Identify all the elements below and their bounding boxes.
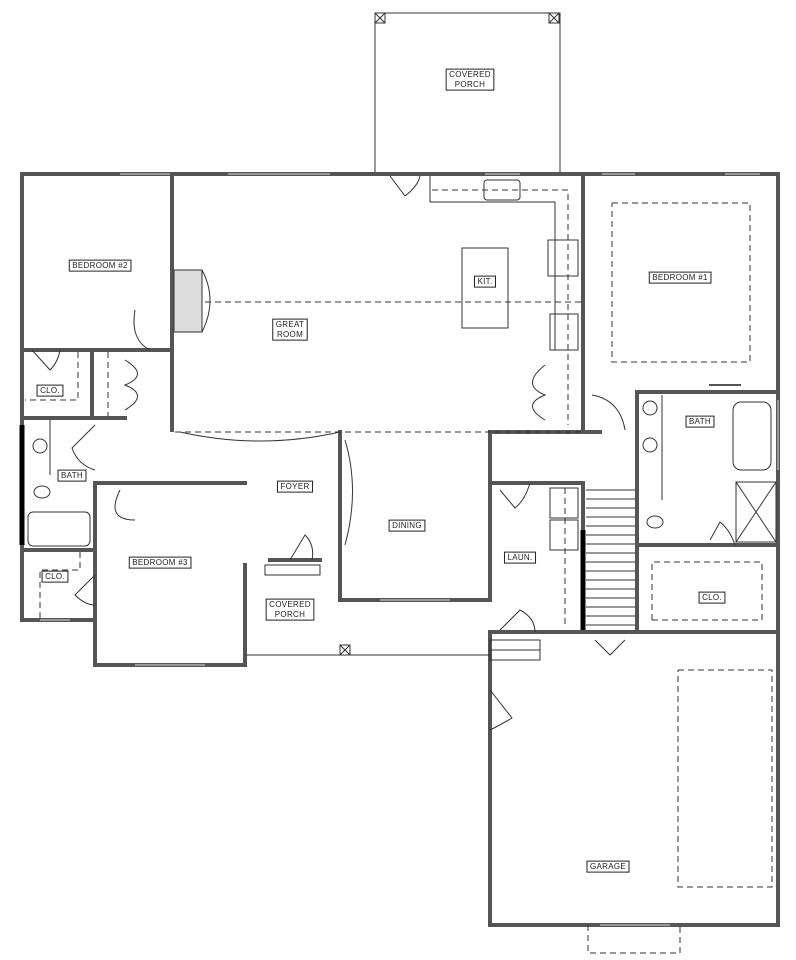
stairs (586, 489, 635, 626)
room-label-text: FOYER (280, 482, 309, 491)
room-label-bath-hall: BATH (57, 469, 87, 482)
room-label-kitchen: KIT. (474, 275, 496, 288)
closet-shelving (25, 352, 763, 621)
master-bath-fixtures (642, 384, 777, 543)
room-label-foyer: FOYER (276, 480, 314, 493)
room-label-text: ROOM (277, 330, 303, 339)
windows (40, 173, 779, 926)
room-label-text: BEDROOM #2 (72, 261, 128, 270)
exterior-walls (20, 172, 780, 927)
room-label-text: LAUN. (507, 553, 532, 562)
room-label-dining: DINING (388, 519, 426, 532)
room-label-text: COVERED (449, 70, 491, 79)
room-label-text: COVERED (269, 600, 311, 609)
room-label-closet-bedroom-2: CLO. (36, 384, 64, 397)
kitchen-cabinets (429, 176, 579, 425)
refrigerator (549, 313, 579, 351)
room-label-bedroom-2: BEDROOM #2 (68, 259, 132, 272)
doors (31, 175, 736, 731)
room-label-text: PORCH (455, 80, 485, 89)
kitchen-island (461, 247, 509, 329)
range (547, 239, 579, 277)
bedroom-1-tray-ceiling (611, 202, 751, 363)
room-label-text: GREAT (276, 320, 304, 329)
room-label-text: BEDROOM #3 (132, 558, 188, 567)
laundry-appliances (549, 487, 579, 628)
garage-steps (489, 639, 541, 661)
room-label-bedroom-3: BEDROOM #3 (128, 556, 192, 569)
room-label-laundry: LAUN. (503, 551, 537, 564)
garage-attic (677, 669, 773, 888)
room-label-text: PORCH (275, 610, 305, 619)
room-label-text: CLO. (702, 593, 722, 602)
room-label-text: BATH (689, 417, 711, 426)
room-label-text: BEDROOM #1 (652, 273, 708, 282)
room-label-text: CLO. (40, 386, 60, 395)
arch (344, 439, 353, 546)
room-label-closet-bedroom-3: CLO. (41, 570, 69, 583)
interior-walls (19, 172, 780, 634)
room-label-bedroom-1: BEDROOM #1 (648, 271, 712, 284)
garage-apron (587, 925, 681, 954)
front-covered-porch (245, 564, 490, 656)
room-label-garage: GARAGE (586, 860, 630, 873)
room-label-bath-master: BATH (685, 415, 715, 428)
hall-bath-fixtures (27, 420, 91, 547)
rear-covered-porch (374, 12, 561, 174)
room-label-closet-master: CLO. (698, 591, 726, 604)
room-label-text: DINING (392, 521, 422, 530)
arch (179, 431, 341, 442)
room-label-text: BATH (61, 471, 83, 480)
room-label-text: CLO. (45, 572, 65, 581)
fireplace (173, 269, 211, 333)
room-label-text: GARAGE (590, 862, 626, 871)
room-label-text: KIT. (478, 277, 493, 286)
